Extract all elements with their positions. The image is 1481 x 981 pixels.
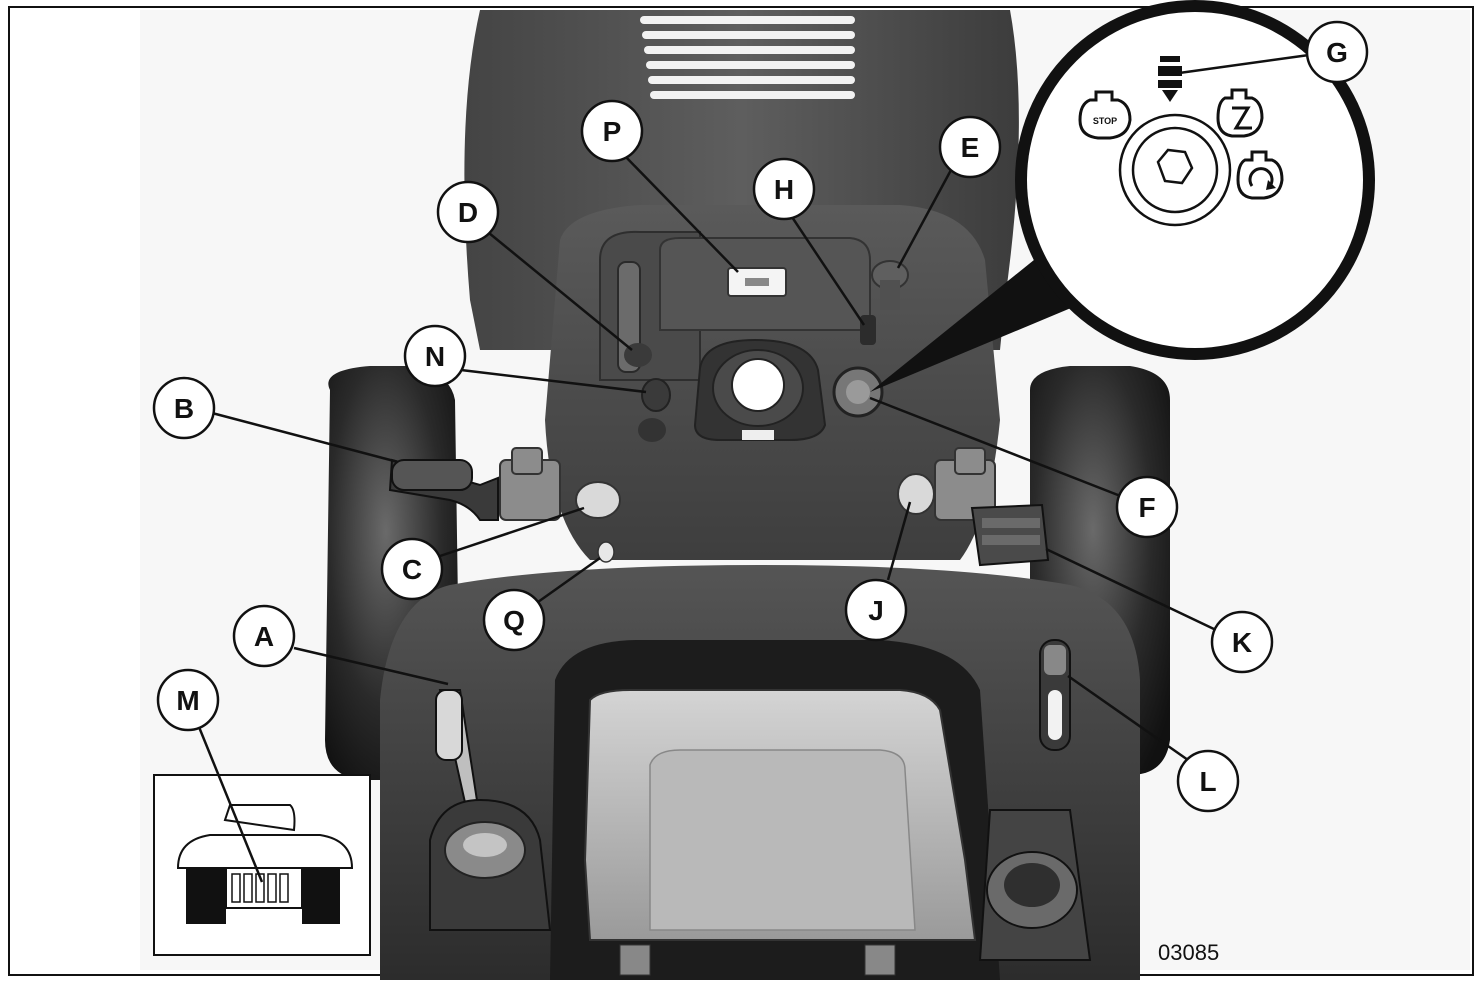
callout-Q: Q	[482, 588, 546, 652]
callout-J-label: J	[868, 595, 884, 626]
callout-K-label: K	[1232, 627, 1252, 658]
callout-N-label: N	[425, 341, 445, 372]
pto-knob	[641, 378, 671, 412]
ignition-inset: STOP	[870, 0, 1375, 392]
callout-G-label: G	[1326, 37, 1348, 68]
callout-P-label: P	[603, 116, 622, 147]
parking-brake-grip	[388, 458, 499, 521]
callout-L-label: L	[1199, 766, 1216, 797]
callout-D: D	[436, 180, 500, 244]
callout-P: P	[580, 99, 644, 163]
deck-lift-lever	[429, 689, 552, 931]
key-slot-icon	[1156, 148, 1194, 185]
callout-Q-label: Q	[503, 605, 525, 636]
brake-pedal	[970, 503, 1050, 567]
callout-F: F	[1115, 475, 1179, 539]
stop-label: STOP	[1093, 116, 1117, 126]
callout-K: K	[1210, 610, 1274, 674]
callout-M-label: M	[176, 685, 199, 716]
left-linkage	[499, 447, 561, 521]
rear-view-inset	[153, 774, 371, 956]
leader-lines	[197, 53, 1310, 883]
rear-fender	[380, 565, 1140, 980]
callout-C: C	[380, 537, 444, 601]
figure-number: 03085	[1158, 940, 1219, 965]
callout-N: N	[403, 324, 467, 388]
callout-A-label: A	[254, 621, 274, 652]
right-linkage	[934, 447, 996, 521]
dash-console	[545, 205, 1000, 563]
callout-H: H	[752, 157, 816, 221]
callout-B: B	[152, 376, 216, 440]
callout-D-label: D	[458, 197, 478, 228]
callout-L: L	[1176, 749, 1240, 813]
callout-E: E	[938, 115, 1002, 179]
callout-J: J	[844, 578, 908, 642]
fuel-indicator	[597, 541, 615, 563]
stop-icon: STOP	[1078, 90, 1132, 140]
callout-A: A	[232, 604, 296, 668]
start-icon	[1236, 150, 1284, 200]
callout-E-label: E	[961, 132, 980, 163]
callout-F-label: F	[1138, 492, 1155, 523]
callout-M: M	[156, 668, 220, 732]
headlight-switch	[860, 315, 876, 345]
callout-H-label: H	[774, 174, 794, 205]
cruise-control-slot	[1039, 639, 1071, 751]
cup-holder	[978, 809, 1092, 961]
callout-B-label: B	[174, 393, 194, 424]
hood-vent	[640, 16, 855, 99]
run-lights-icon	[1216, 88, 1264, 138]
left-paddle	[575, 481, 621, 519]
callout-G: G	[1305, 20, 1369, 84]
reverse-mow-icon	[1158, 56, 1182, 102]
right-paddle	[897, 473, 935, 515]
callout-C-label: C	[402, 554, 422, 585]
